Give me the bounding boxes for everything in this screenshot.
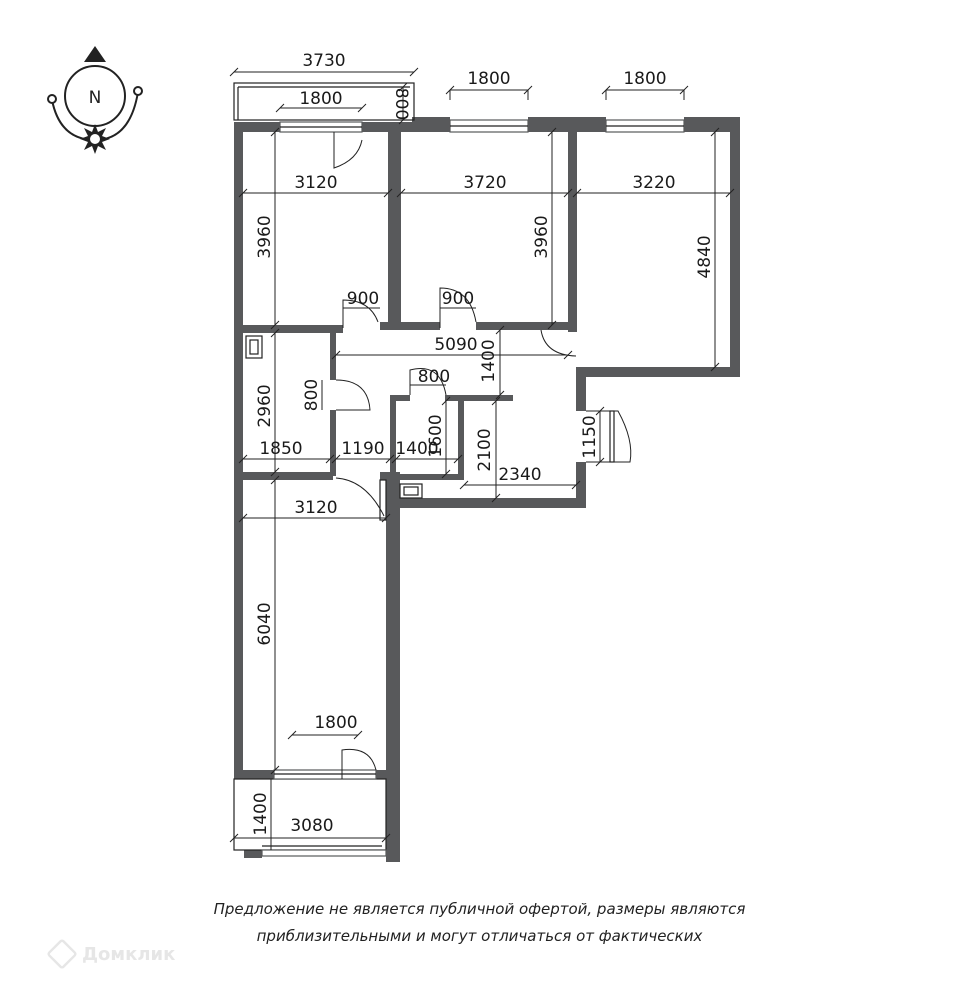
dim-door-bath: 800 bbox=[418, 367, 450, 387]
dim-hall-depth: 1400 bbox=[479, 339, 499, 382]
dim-room2-depth: 3960 bbox=[532, 215, 552, 258]
dim-window-room1: 1800 bbox=[299, 89, 342, 109]
dim-room3-width: 3220 bbox=[632, 173, 675, 193]
dimension-labels: 3730 1800 800 1800 1800 3120 3720 3220 3… bbox=[251, 51, 715, 836]
dim-kitchen-depth: 6040 bbox=[255, 602, 275, 645]
dim-window-room3: 1800 bbox=[623, 69, 666, 89]
brand-watermark: Домклик bbox=[46, 938, 176, 970]
house-icon bbox=[46, 938, 78, 970]
compass-icon: N bbox=[47, 46, 143, 154]
dim-closet-width: 1400 bbox=[395, 439, 438, 459]
dim-balcony-top-depth: 800 bbox=[391, 88, 411, 120]
brand-label: Домклик bbox=[82, 943, 176, 965]
dim-room2-width: 3720 bbox=[463, 173, 506, 193]
dim-entry-depth: 2100 bbox=[475, 428, 495, 471]
dim-balcony-bottom-width: 3080 bbox=[290, 816, 333, 836]
dim-balcony-bottom-depth: 1400 bbox=[251, 792, 271, 835]
dim-wc-width: 1190 bbox=[341, 439, 384, 459]
doors bbox=[333, 132, 632, 779]
disclaimer-line2: приблизительными и могут отличаться от ф… bbox=[256, 927, 703, 945]
dim-room1-depth: 3960 bbox=[255, 215, 275, 258]
dim-room1-width: 3120 bbox=[294, 173, 337, 193]
dim-entrance-door: 1150 bbox=[580, 415, 600, 458]
dim-bath-door: 800 bbox=[302, 379, 322, 411]
fixtures bbox=[245, 335, 423, 499]
dim-door-room2: 900 bbox=[442, 289, 474, 309]
dim-kitchen-width: 3120 bbox=[294, 498, 337, 518]
walls bbox=[234, 117, 740, 862]
dim-closet-depth: 1600 bbox=[426, 414, 446, 457]
dim-door-room1: 900 bbox=[347, 289, 379, 309]
dim-hall-length: 5090 bbox=[434, 335, 477, 355]
dim-window-room2: 1800 bbox=[467, 69, 510, 89]
dim-room3-depth: 4840 bbox=[695, 235, 715, 278]
dim-window-kitchen: 1800 bbox=[314, 713, 357, 733]
windows bbox=[261, 119, 685, 857]
dim-bath-depth: 2960 bbox=[255, 384, 275, 427]
dimension-lines bbox=[229, 67, 735, 850]
dim-bath-width: 1850 bbox=[259, 439, 302, 459]
disclaimer-line1: Предложение не является публичной оферто… bbox=[213, 900, 746, 918]
dim-balcony-top-width: 3730 bbox=[302, 51, 345, 71]
dim-entry-width: 2340 bbox=[498, 465, 541, 485]
compass-label: N bbox=[89, 88, 102, 108]
